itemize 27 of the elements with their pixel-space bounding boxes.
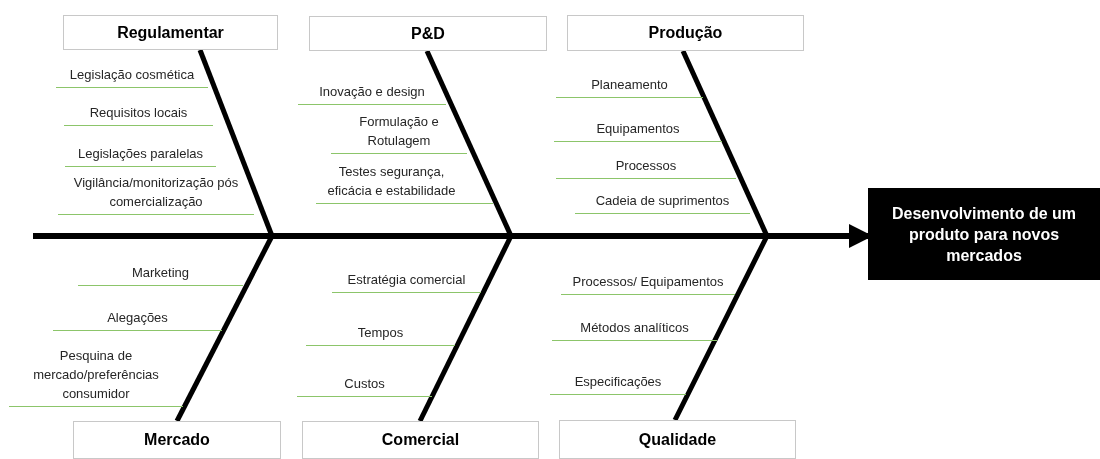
cause-label: Planeamento [556,75,703,98]
cause-label: Legislação cosmética [56,65,208,88]
cause-label: Custos [297,374,432,397]
cause-label: Legislações paralelas [65,144,216,167]
cause-label: Processos/ Equipamentos [561,272,735,295]
effect-box: Desenvolvimento de um produto para novos mercados [868,188,1100,280]
category-box: Produção [567,15,804,51]
cause-label: Especificações [550,372,686,395]
cause-label: Equipamentos [554,119,722,142]
cause-label: Requisitos locais [64,103,213,126]
cause-label: Testes segurança, eficácia e estabilidade [316,162,493,204]
cause-label: Alegações [53,308,222,331]
cause-label: Pesquina de mercado/preferências consumidor [9,346,183,407]
cause-label: Vigilância/monitorização pós comercialização [58,173,254,215]
cause-label: Tempos [306,323,455,346]
category-box: Regulamentar [63,15,278,50]
cause-label: Inovação e design [298,82,446,105]
category-box: Mercado [73,421,281,459]
cause-label: Métodos analíticos [552,318,717,341]
cause-label: Processos [556,156,736,179]
category-box: Comercial [302,421,539,459]
cause-label: Estratégia comercial [332,270,481,293]
category-box: P&D [309,16,547,51]
cause-label: Cadeia de suprimentos [575,191,750,214]
cause-label: Marketing [78,263,243,286]
cause-label: Formulação e Rotulagem [331,112,467,154]
category-box: Qualidade [559,420,796,459]
